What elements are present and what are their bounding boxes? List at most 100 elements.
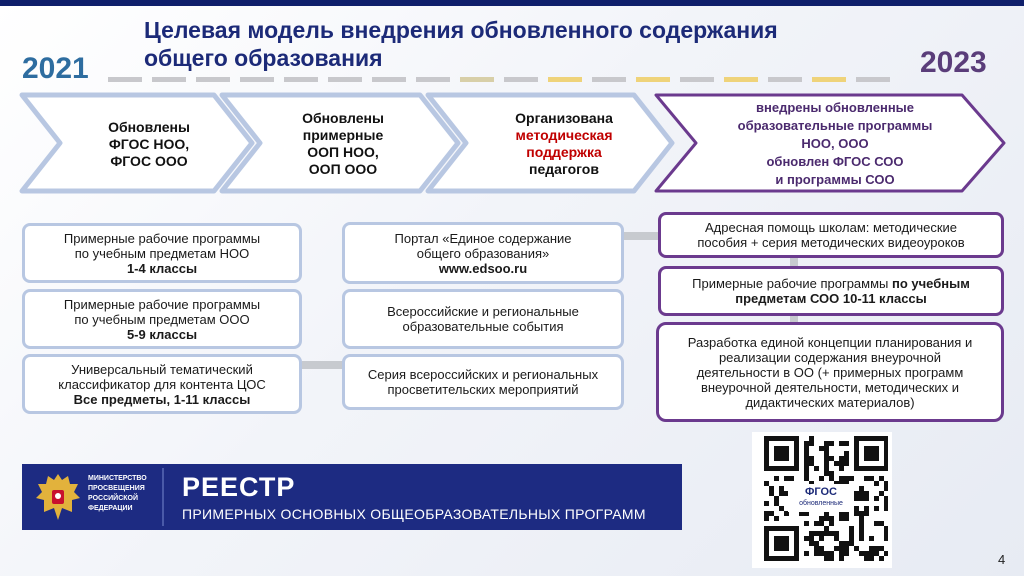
chevron-2-line: ООП НОО, <box>307 144 379 160</box>
dash <box>812 77 846 82</box>
qr-module <box>824 471 829 476</box>
chevron-1-line: ФГОС ООО <box>110 152 188 169</box>
qr-module <box>844 441 849 446</box>
dash <box>196 77 230 82</box>
banner-divider <box>162 468 164 526</box>
qr-module <box>809 456 814 461</box>
connector-right-1 <box>790 256 798 268</box>
qr-module <box>854 496 859 501</box>
dash <box>460 77 494 82</box>
box-bold-text: 5-9 классы <box>126 326 198 342</box>
dash <box>328 77 362 82</box>
qr-module <box>824 446 829 451</box>
qr-module <box>779 506 784 511</box>
qr-module <box>839 556 844 561</box>
connector-left-middle <box>302 361 346 369</box>
qr-module <box>864 511 869 516</box>
qr-module <box>814 531 819 536</box>
qr-module <box>879 476 884 481</box>
qr-code-panel[interactable]: ФГОС обновленные <box>752 432 892 568</box>
chevron-4-line: и программы СОО <box>775 172 895 187</box>
qr-module <box>874 506 879 511</box>
qr-module <box>874 521 879 526</box>
qr-module <box>834 546 839 551</box>
qr-module <box>884 501 888 506</box>
qr-module <box>804 446 809 451</box>
portal-link[interactable]: www.edsoo.ru <box>438 260 528 276</box>
qr-module <box>814 551 819 556</box>
qr-module <box>844 456 849 461</box>
qr-module <box>774 516 779 521</box>
left-box-ooo: Примерные рабочие программы по учебным п… <box>22 289 302 349</box>
qr-module <box>854 511 859 516</box>
qr-module <box>804 511 809 516</box>
qr-module <box>859 521 864 526</box>
qr-module <box>839 516 844 521</box>
qr-module <box>844 551 849 556</box>
qr-module <box>784 491 789 496</box>
qr-module <box>869 476 874 481</box>
qr-module <box>829 531 834 536</box>
chevron-3-highlight: поддержка <box>526 144 602 160</box>
registry-banner[interactable]: МИНИСТЕРСТВО ПРОСВЕЩЕНИЯ РОССИЙСКОЙ ФЕДЕ… <box>22 464 682 530</box>
qr-module <box>839 476 844 481</box>
qr-module <box>814 546 819 551</box>
ministry-name: МИНИСТЕРСТВО ПРОСВЕЩЕНИЯ РОССИЙСКОЙ ФЕДЕ… <box>88 474 147 514</box>
qr-module <box>829 551 834 556</box>
box-text: классификатор для контента ЦОС <box>58 376 266 392</box>
qr-module <box>864 496 869 501</box>
qr-module <box>784 476 789 481</box>
qr-module <box>774 501 779 506</box>
qr-module <box>809 536 814 541</box>
qr-module <box>844 481 849 486</box>
qr-module <box>824 556 829 561</box>
qr-module <box>874 546 879 551</box>
box-text: общего образования» <box>416 245 550 261</box>
qr-module <box>849 531 854 536</box>
qr-module <box>809 461 814 466</box>
qr-module <box>864 476 869 481</box>
qr-module <box>864 491 869 496</box>
chevron-4-line: образовательные программы <box>737 118 933 133</box>
qr-module <box>884 481 888 486</box>
qr-module <box>849 476 854 481</box>
chevron-4 <box>654 93 1006 193</box>
banner-title: РЕЕСТР <box>182 472 296 502</box>
qr-module <box>884 506 888 511</box>
qr-module <box>839 546 844 551</box>
qr-module <box>844 546 849 551</box>
qr-module <box>884 526 888 531</box>
chevron-4-text: внедрены обновленные образовательные про… <box>710 98 960 190</box>
qr-module <box>774 476 779 481</box>
right-box-concept: Разработка единой концепции планирования… <box>656 322 1004 422</box>
dash <box>548 77 582 82</box>
middle-box-portal: Портал «Единое содержание общего образов… <box>342 222 624 284</box>
qr-module <box>849 526 854 531</box>
chevron-3 <box>425 92 675 194</box>
qr-module <box>824 441 829 446</box>
qr-module <box>804 536 809 541</box>
qr-module <box>844 516 849 521</box>
box-text: Примерные рабочие программы <box>63 230 261 246</box>
chevron-2 <box>219 92 461 194</box>
qr-module <box>884 531 888 536</box>
timeline-chevrons <box>19 92 1006 194</box>
qr-module <box>869 551 874 556</box>
qr-module <box>824 526 829 531</box>
qr-module <box>864 556 869 561</box>
box-text: просветительских мероприятий <box>387 382 579 397</box>
qr-module <box>824 531 829 536</box>
dash <box>592 77 626 82</box>
qr-module <box>814 466 819 471</box>
ministry-line: ПРОСВЕЩЕНИЯ <box>88 485 145 492</box>
qr-module <box>874 551 879 556</box>
qr-module <box>864 446 879 461</box>
box-text: дидактических материалов) <box>745 394 915 410</box>
qr-module <box>859 516 864 521</box>
dash <box>504 77 538 82</box>
fgos-logo-subtext: обновленные <box>799 500 843 507</box>
qr-module <box>804 521 809 526</box>
qr-module <box>834 481 839 486</box>
qr-module <box>859 491 864 496</box>
qr-module <box>819 551 824 556</box>
